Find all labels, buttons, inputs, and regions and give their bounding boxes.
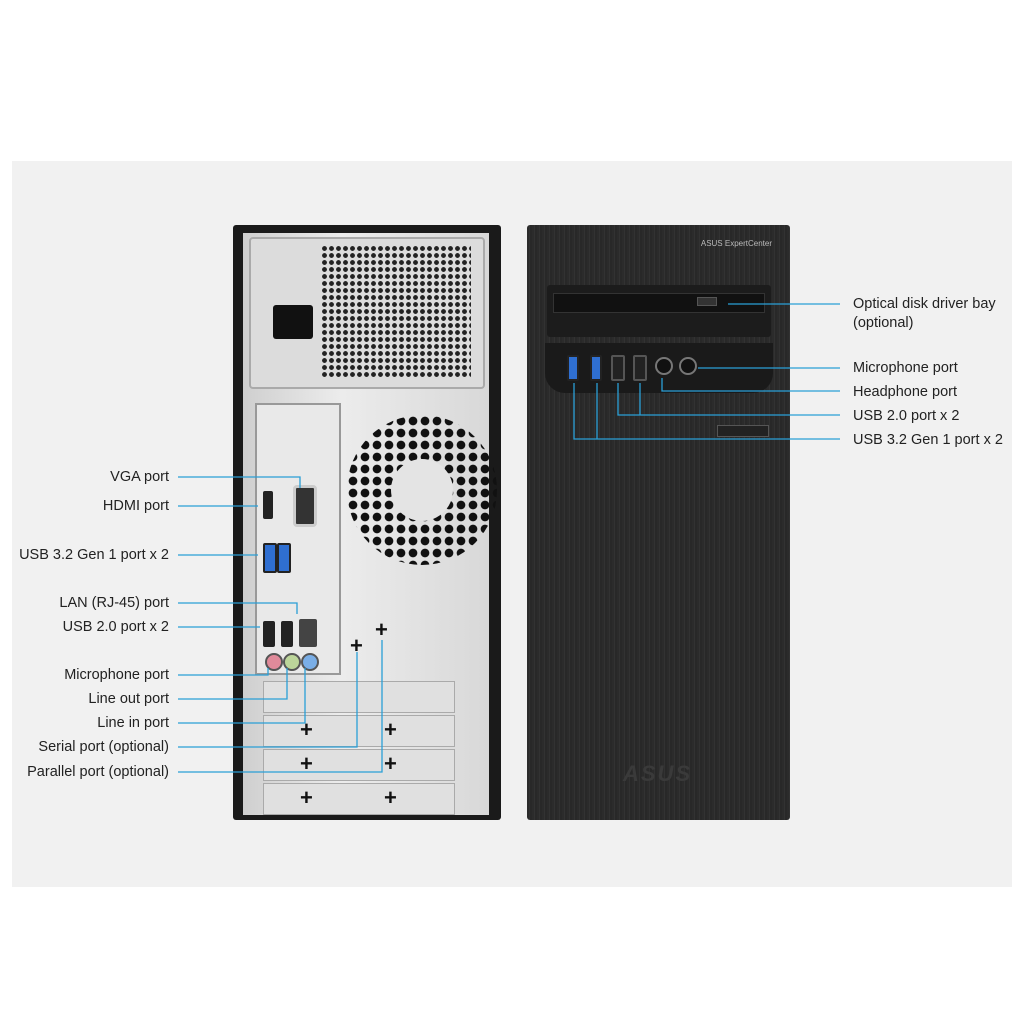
- front-brand-text: ASUS ExpertCenter: [700, 239, 772, 248]
- label-usb2-rear: USB 2.0 port x 2: [62, 619, 169, 635]
- expansion-slot: ++: [263, 749, 455, 781]
- expansion-slot: ++: [263, 715, 455, 747]
- callout-lan: [178, 602, 298, 614]
- callout-parallel: [178, 640, 383, 773]
- power-socket: [273, 305, 313, 339]
- label-mic-front: Microphone port: [853, 360, 958, 376]
- expansion-slot: ++: [263, 783, 455, 815]
- parallel-knockout: +: [375, 617, 388, 642]
- power-button: [717, 425, 769, 437]
- fan-hub: [391, 459, 453, 521]
- front-usb3-port: [590, 355, 602, 381]
- diagram-background: [12, 161, 1012, 887]
- io-shield: [255, 403, 341, 675]
- callout-mic-rear: [178, 668, 269, 676]
- label-vga-port: VGA port: [110, 469, 169, 485]
- hdmi-port: [263, 491, 273, 519]
- serial-knockout: +: [350, 633, 363, 658]
- front-usb2-port: [611, 355, 625, 381]
- lan-port: [299, 619, 317, 647]
- callout-line-in: [178, 668, 306, 724]
- callout-headphone: [661, 378, 840, 392]
- vga-port: [293, 485, 317, 527]
- callout-usb2-front: [617, 383, 840, 416]
- callout-serial: [178, 652, 358, 748]
- label-line-in: Line in port: [97, 715, 169, 731]
- headphone-jack: [655, 357, 673, 375]
- rear-usb3-port: [277, 543, 291, 573]
- power-supply: [249, 237, 485, 389]
- label-hdmi-port: HDMI port: [102, 498, 169, 514]
- front-view-tower: ASUS ExpertCenter ASUS: [527, 225, 790, 820]
- label-serial-port: Serial port (optional): [38, 739, 169, 755]
- eject-button: [697, 297, 717, 306]
- label-optical-bay: Optical disk driver bay: [853, 296, 996, 312]
- asus-logo: ASUS: [623, 761, 693, 786]
- front-usb3-port: [567, 355, 579, 381]
- rear-view-tower: + + ++ ++ ++: [233, 225, 501, 820]
- label-lan-port: LAN (RJ-45) port: [59, 595, 169, 611]
- label-optical-optional: (optional): [853, 315, 914, 331]
- label-usb3-front: USB 3.2 Gen 1 port x 2: [853, 432, 1003, 448]
- label-usb3-rear: USB 3.2 Gen 1 port x 2: [19, 547, 169, 563]
- psu-vent-grille: [321, 245, 471, 379]
- label-line-out: Line out port: [88, 691, 169, 707]
- label-usb2-front: USB 2.0 port x 2: [853, 408, 960, 424]
- label-parallel-port: Parallel port (optional): [27, 764, 169, 780]
- expansion-slot: [263, 681, 455, 713]
- optical-drive-bay: [547, 285, 771, 337]
- rear-chassis: + + ++ ++ ++: [243, 233, 497, 815]
- line-out-jack: [283, 653, 301, 671]
- rear-usb3-port: [263, 543, 277, 573]
- rear-mic-jack: [265, 653, 283, 671]
- rear-usb2-port: [281, 621, 293, 647]
- callout-line-out: [178, 668, 288, 700]
- callout-usb3-front: [573, 383, 840, 440]
- front-mic-jack: [679, 357, 697, 375]
- front-usb2-port: [633, 355, 647, 381]
- callout-vga: [178, 476, 301, 488]
- label-headphone: Headphone port: [853, 384, 957, 400]
- label-mic-rear: Microphone port: [64, 667, 169, 683]
- rear-usb2-port: [263, 621, 275, 647]
- line-in-jack: [301, 653, 319, 671]
